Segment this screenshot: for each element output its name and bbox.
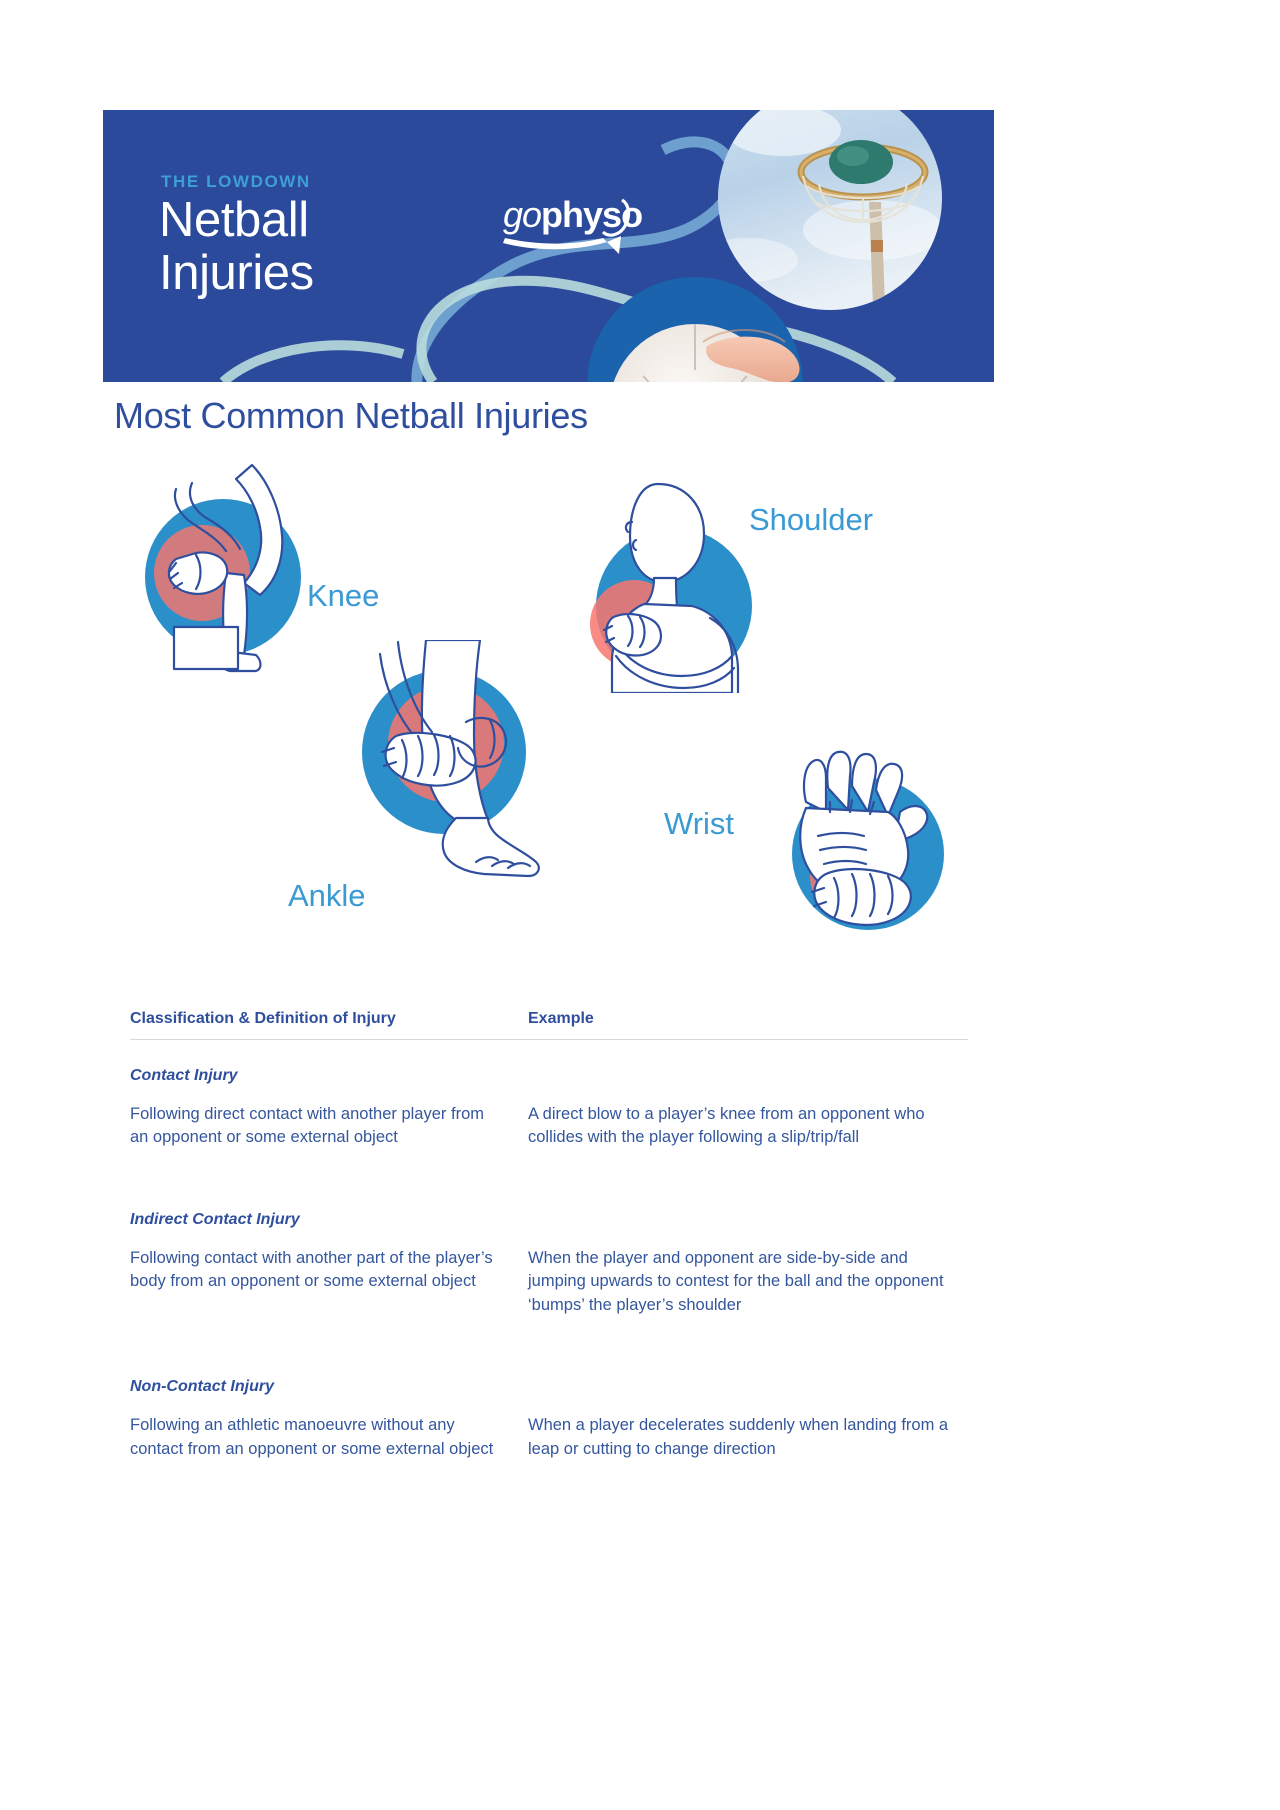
banner-artwork [103,110,994,382]
row-definition: Following contact with another part of t… [130,1248,493,1291]
wrist-label: Wrist [664,806,735,841]
wrist-injury-illustration [792,750,944,930]
knee-label: Knee [307,578,380,613]
page-title: Most Common Netball Injuries [114,395,588,436]
logo-phys-text: phys [541,194,622,235]
row-title-contact-injury: Contact Injury [130,1067,238,1084]
table-row: Non-Contact Injury Following an athletic… [130,1317,968,1461]
ankle-label: Ankle [288,878,366,913]
shoulder-label: Shoulder [749,502,874,537]
shoulder-injury-illustration [590,482,752,693]
row-title-non-contact-injury: Non-Contact Injury [130,1378,274,1396]
row-example: A direct blow to a player’s knee from an… [528,1105,925,1147]
banner-title-line1: Netball [159,193,309,247]
table-header-example: Example [528,1010,594,1027]
row-example: When the player and opponent are side-by… [528,1248,944,1314]
table-header-row: Classification & Definition of Injury Ex… [130,1010,968,1040]
banner-title-line2: Injuries [159,245,314,300]
row-title-indirect-contact-injury: Indirect Contact Injury [130,1210,300,1228]
header-banner: THE LOWDOWN Netball Injuries gophyso [103,110,994,382]
ankle-injury-illustration [362,640,540,878]
logo-wordmark: gophyso [503,194,643,236]
banner-eyebrow: THE LOWDOWN [161,172,311,191]
row-example: When a player decelerates suddenly when … [528,1416,949,1458]
table-row: Indirect Contact Injury Following contac… [130,1150,968,1317]
logo-swoosh-icon [503,198,631,254]
table-row: Contact Injury Following direct contact … [130,1040,968,1150]
logo-go-text: go [503,194,542,235]
injury-classification-table: Classification & Definition of Injury Ex… [130,1010,968,1461]
row-definition: Following an athletic manoeuvre without … [130,1416,494,1458]
gophysio-logo[interactable]: gophyso [503,194,678,256]
knee-injury-illustration [145,463,301,673]
banner-title: Netball Injuries [159,194,314,300]
row-definition: Following direct contact with another pl… [130,1105,484,1147]
table-header-classification: Classification & Definition of Injury [130,1010,396,1027]
